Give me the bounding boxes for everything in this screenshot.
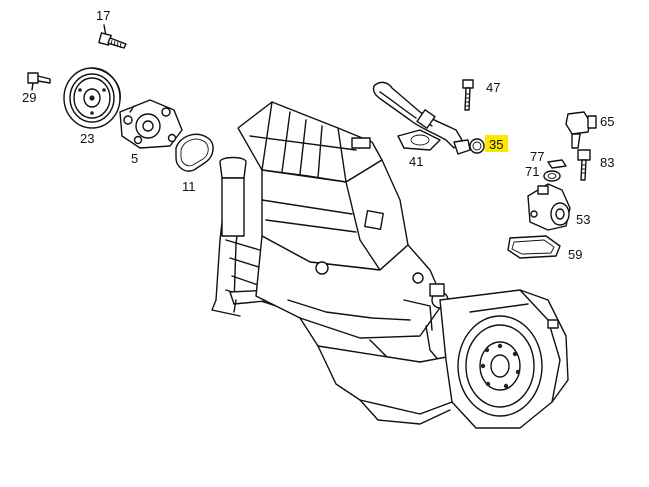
callout-labels: 17 29 23 5 11 47 41 35 65 77 71 83 53 59 xyxy=(22,8,614,262)
callout-35: 35 xyxy=(489,137,503,152)
part-53-thermostat-housing xyxy=(527,183,571,231)
callout-17: 17 xyxy=(96,8,110,23)
callout-65: 65 xyxy=(600,114,614,129)
part-83-bolt xyxy=(577,149,591,181)
part-47-bolt xyxy=(462,79,474,111)
callout-41: 41 xyxy=(409,154,423,169)
callout-35-highlight xyxy=(485,135,508,152)
part-71-seal xyxy=(543,170,561,182)
part-35-o-ring xyxy=(469,138,485,154)
part-59-gasket xyxy=(507,235,561,259)
callout-71: 71 xyxy=(525,164,539,179)
callout-47: 47 xyxy=(486,80,500,95)
part-65-sensor xyxy=(565,111,597,149)
part-77-clip xyxy=(547,159,567,169)
engine-assembly xyxy=(211,101,569,429)
coolant-pipe xyxy=(372,81,471,155)
callout-11: 11 xyxy=(182,179,196,194)
part-41-gasket xyxy=(397,129,441,151)
part-29-bolt xyxy=(27,72,51,91)
callout-59: 59 xyxy=(568,247,582,262)
part-11-gasket xyxy=(175,133,214,172)
part-5-water-pump xyxy=(119,99,183,149)
callout-53: 53 xyxy=(576,212,590,227)
part-17-bolt xyxy=(98,24,127,49)
callout-5: 5 xyxy=(131,151,138,166)
callout-23: 23 xyxy=(80,131,94,146)
callout-29: 29 xyxy=(22,90,36,105)
callout-77: 77 xyxy=(530,149,544,164)
callout-83: 83 xyxy=(600,155,614,170)
part-23-pulley xyxy=(63,67,121,129)
